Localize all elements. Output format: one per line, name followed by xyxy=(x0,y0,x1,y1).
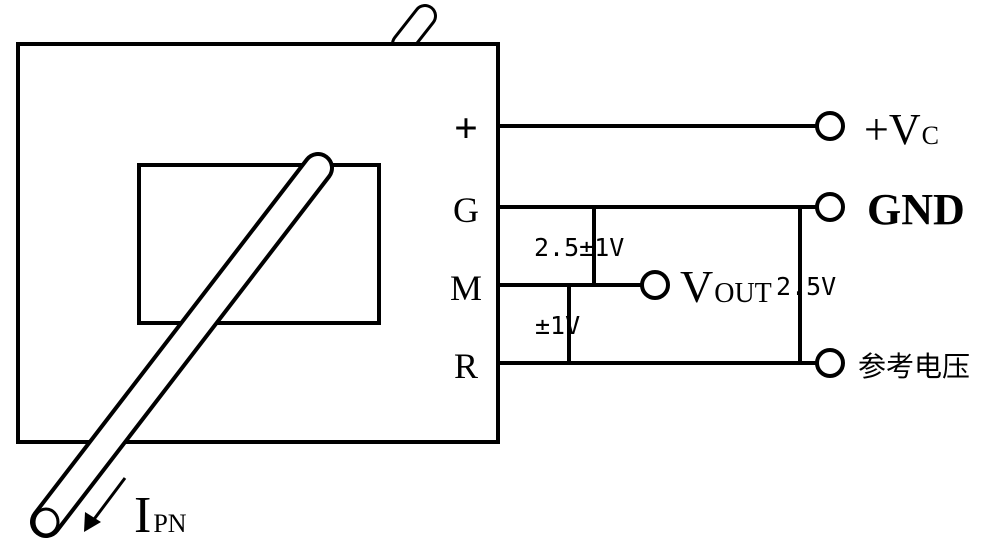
voltage-label-ref: 2.5V xyxy=(776,272,836,301)
terminal-label-vout: VOUT xyxy=(680,261,772,312)
current-arrow xyxy=(84,477,127,532)
hall-element xyxy=(137,163,381,325)
terminal-vc xyxy=(815,111,845,141)
terminal-label-gnd: GND xyxy=(867,185,965,234)
voltage-label-gm: 2.5±1V xyxy=(534,233,624,262)
terminal-ref xyxy=(815,348,845,378)
terminal-vout xyxy=(640,270,670,300)
wiring xyxy=(498,124,816,365)
terminal-label-vc: +VC xyxy=(864,105,939,154)
pin-label-m: M xyxy=(450,268,482,308)
voltage-label-mr: ±1V xyxy=(535,311,580,340)
terminal-gnd xyxy=(815,192,845,222)
conductor-rod-top xyxy=(391,4,437,56)
terminal-label-ref: 参考电压 xyxy=(858,351,970,383)
pin-label-plus: + xyxy=(454,106,478,152)
current-label: IPN xyxy=(134,487,187,544)
conductor-end xyxy=(32,507,60,537)
pin-label-r: R xyxy=(454,346,478,386)
pin-label-g: G xyxy=(453,190,479,230)
conductor-rod xyxy=(30,152,334,538)
